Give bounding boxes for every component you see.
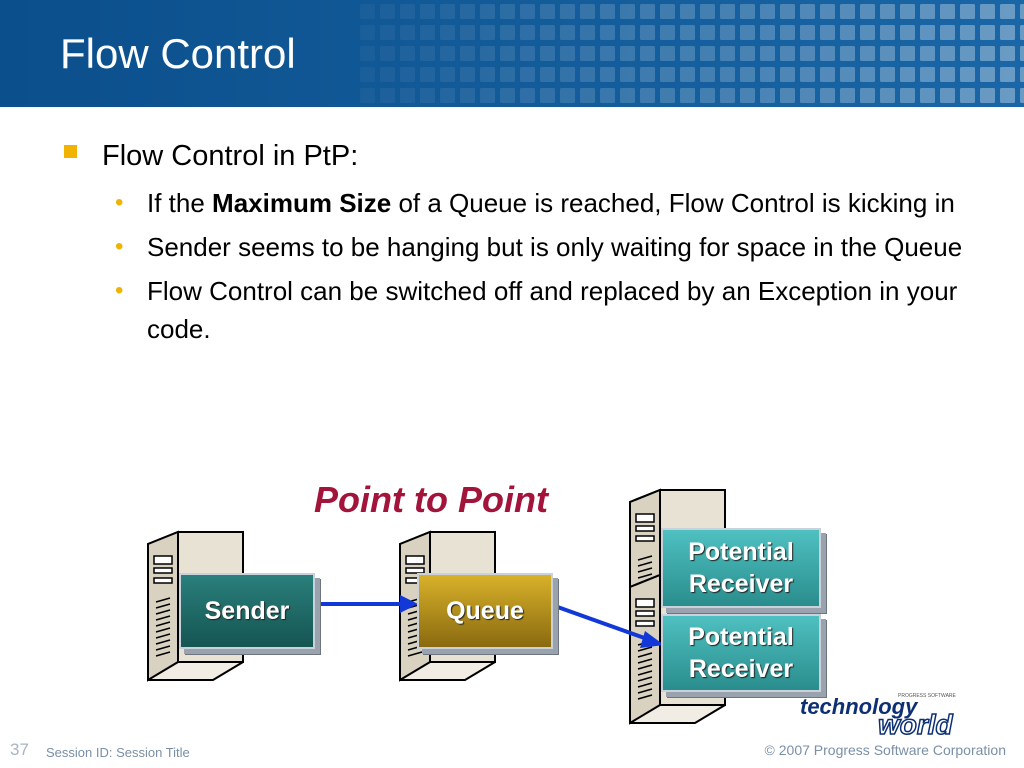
receiver-box-2-line2: Receiver <box>688 655 794 683</box>
slide-title: Flow Control <box>60 30 296 77</box>
dot-bullet-icon: • <box>115 189 124 216</box>
queue-to-receiver-arrow <box>551 603 651 642</box>
sub-bullet-1-post: of a Queue is reached, Flow Control is k… <box>391 188 955 218</box>
sender-to-queue-arrowhead <box>400 595 418 613</box>
bullet-main: Flow Control in PtP: <box>62 138 1002 174</box>
sub-bullet-1-bold: Maximum Size <box>212 188 392 218</box>
sub-bullet-2-text: Sender seems to be hanging but is only w… <box>147 232 963 262</box>
dot-bullet-icon: • <box>115 233 124 260</box>
queue-box: Queue <box>417 573 553 649</box>
diagram-title: Point to Point <box>314 479 548 520</box>
logo-word-technology: technology <box>800 694 919 719</box>
queue-to-receiver-arrowhead <box>640 631 664 648</box>
logo-small-text: PROGRESS SOFTWARE <box>898 693 957 699</box>
header-square-pattern <box>360 4 1024 103</box>
receiver-box-1-line1: Potential <box>688 538 794 566</box>
square-bullet-icon <box>64 145 77 158</box>
slide-body: Flow Control in PtP: • If the Maximum Si… <box>62 138 1002 348</box>
sub-bullet-1-pre: If the <box>147 188 213 218</box>
technology-world-logo: PROGRESS SOFTWARE technology world <box>800 693 957 738</box>
receiver-box-1-line2: Receiver <box>688 570 794 598</box>
copyright: © 2007 Progress Software Corporation <box>764 742 1006 758</box>
receiver-box-2: Potential Receiver <box>661 614 821 692</box>
bullet-main-text: Flow Control in PtP: <box>102 140 359 172</box>
receiver-box-1: Potential Receiver <box>661 528 821 608</box>
sub-bullet-3: • Flow Control can be switched off and r… <box>115 272 987 348</box>
dot-bullet-icon: • <box>115 277 124 304</box>
diagram-graphics <box>147 489 726 724</box>
sub-bullet-1: • If the Maximum Size of a Queue is reac… <box>115 184 987 222</box>
sub-bullet-3-text: Flow Control can be switched off and rep… <box>147 276 958 344</box>
sub-bullet-2: • Sender seems to be hanging but is only… <box>115 228 987 266</box>
header-bar <box>0 0 1024 107</box>
receiver-box-2-line1: Potential <box>688 623 794 651</box>
session-title: Session ID: Session Title <box>46 745 190 760</box>
page-number: 37 <box>10 740 29 759</box>
logo-word-world: world <box>878 709 954 738</box>
sender-box: Sender <box>179 573 315 649</box>
